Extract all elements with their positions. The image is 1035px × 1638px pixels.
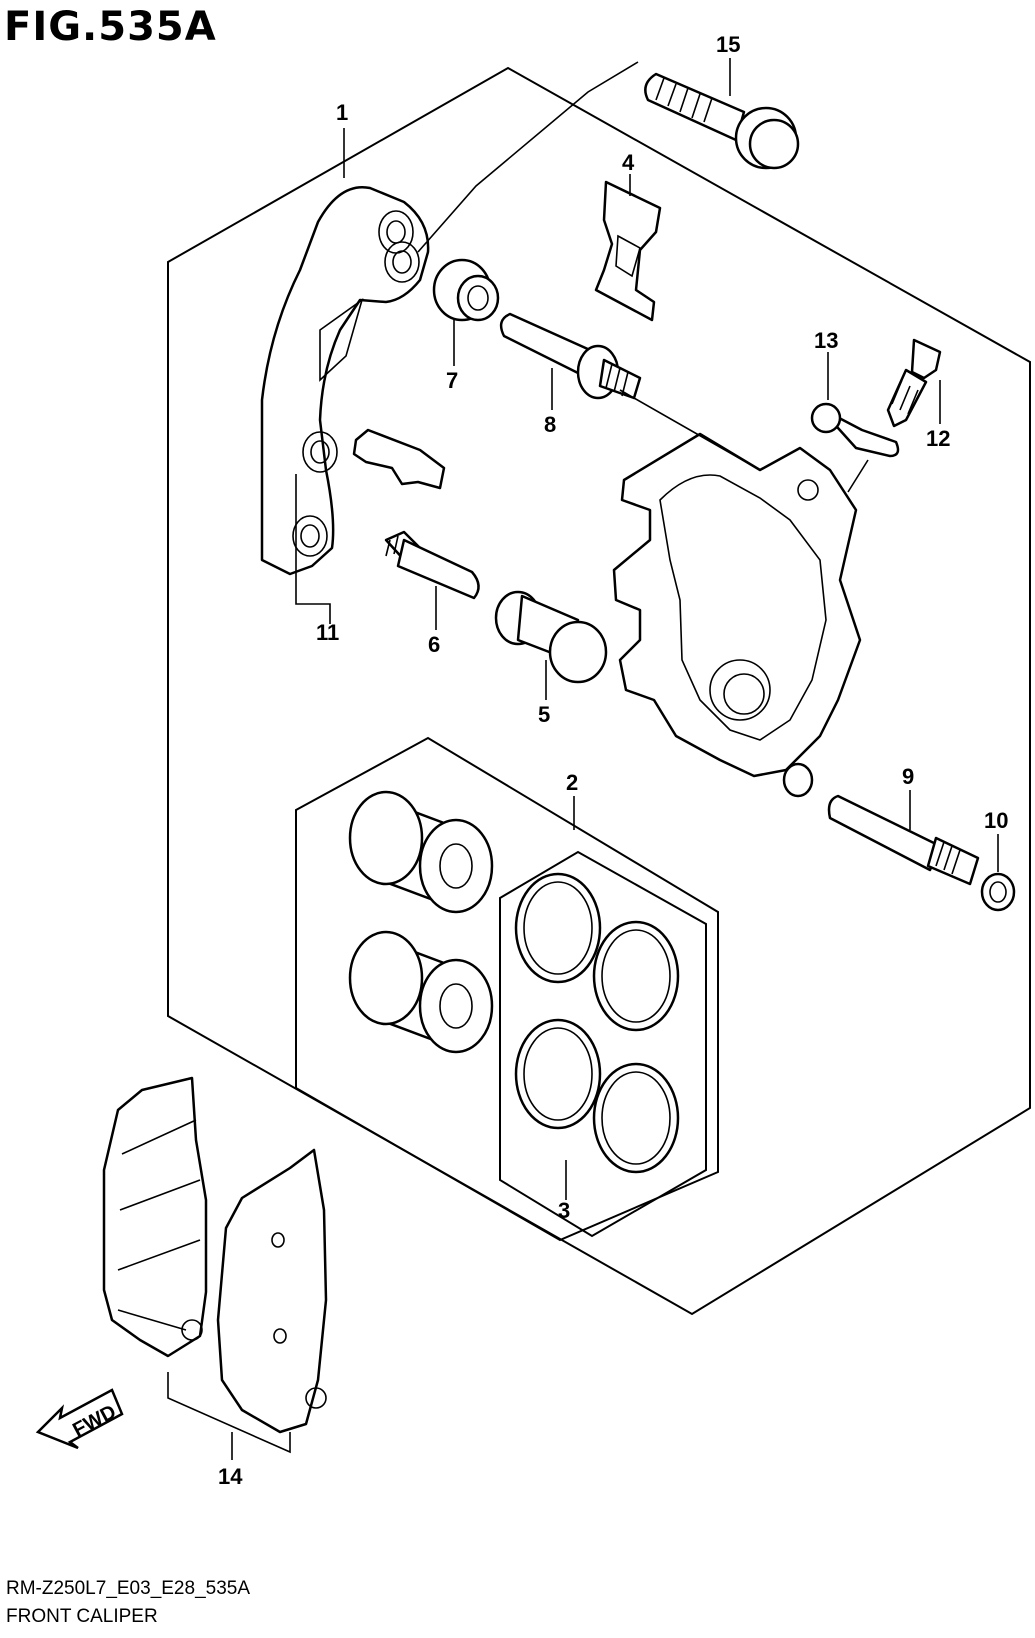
bleeder-cap-bracket bbox=[810, 402, 900, 458]
caliper-piston-lower bbox=[348, 930, 494, 1054]
callout-4: 4 bbox=[622, 150, 635, 175]
piston-kit-frame bbox=[295, 736, 719, 1242]
callout-13: 13 bbox=[814, 328, 838, 353]
leader-lines bbox=[167, 58, 999, 1460]
assembly-frame bbox=[167, 66, 1031, 1316]
callout-7: 7 bbox=[446, 368, 458, 393]
pad-spring-clip bbox=[352, 428, 446, 490]
pad-pin bbox=[827, 794, 980, 886]
callout-12: 12 bbox=[926, 426, 950, 451]
slide-pin-lower bbox=[384, 530, 480, 600]
caliper-pin-bolt bbox=[494, 590, 608, 684]
figure-title: FIG.535A bbox=[4, 4, 217, 50]
forward-direction-arrow: FWD bbox=[35, 1388, 124, 1450]
brake-pad-front bbox=[102, 1076, 208, 1358]
slide-pin-boot bbox=[432, 258, 500, 322]
figure-name: FRONT CALIPER bbox=[6, 1606, 158, 1627]
callout-6: 6 bbox=[428, 632, 440, 657]
caliper-bracket bbox=[260, 185, 430, 576]
callout-10: 10 bbox=[984, 808, 1008, 833]
mounting-bolt bbox=[644, 72, 800, 170]
brake-pad-rear bbox=[216, 1148, 328, 1434]
piston-seal-2 bbox=[592, 920, 680, 1032]
caliper-body bbox=[612, 432, 862, 798]
piston-seal-3 bbox=[514, 1018, 602, 1130]
callout-15: 15 bbox=[716, 32, 740, 57]
seal-kit-frame bbox=[499, 850, 707, 1238]
bleeder-valve bbox=[886, 338, 942, 428]
callout-5: 5 bbox=[538, 702, 550, 727]
callout-9: 9 bbox=[902, 764, 914, 789]
callout-8: 8 bbox=[544, 412, 556, 437]
callout-1: 1 bbox=[336, 100, 348, 125]
pad-spring bbox=[594, 180, 662, 322]
callout-11: 11 bbox=[316, 620, 339, 645]
callout-3: 3 bbox=[558, 1198, 570, 1223]
figure-code: RM-Z250L7_E03_E28_535A bbox=[6, 1578, 251, 1599]
piston-seal-4 bbox=[592, 1062, 680, 1174]
slide-pin-upper bbox=[499, 312, 642, 400]
piston-seal-1 bbox=[514, 872, 602, 984]
caliper-piston-upper bbox=[348, 790, 494, 914]
callout-14: 14 bbox=[218, 1464, 243, 1489]
callout-2: 2 bbox=[566, 770, 578, 795]
pad-pin-plug bbox=[980, 872, 1016, 912]
